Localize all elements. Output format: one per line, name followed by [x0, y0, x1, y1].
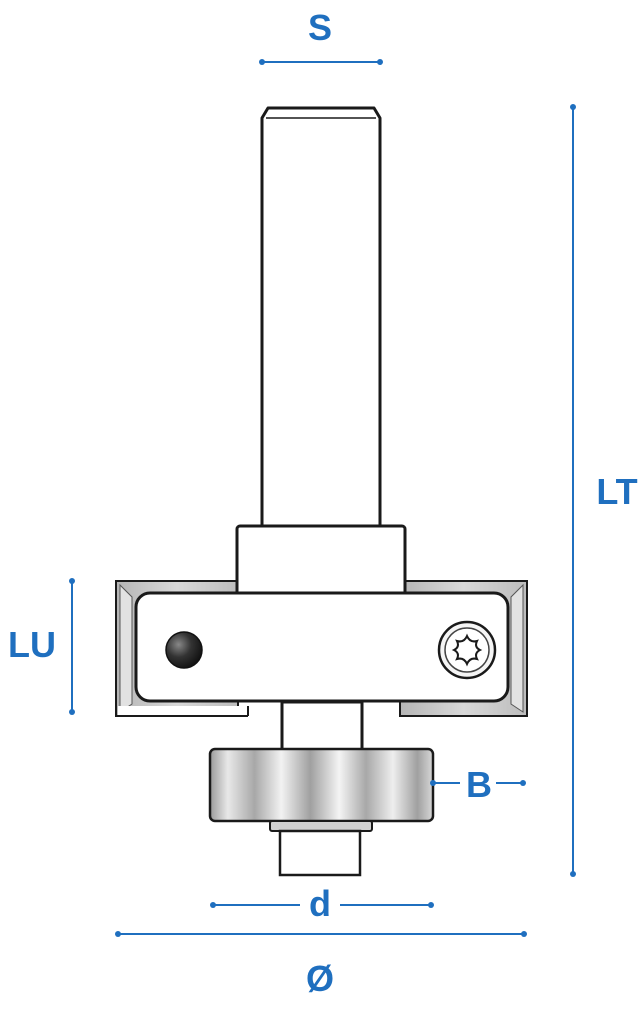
label-b: B — [466, 764, 492, 805]
screw-ball — [165, 631, 203, 669]
neck — [280, 700, 364, 752]
dimension-lt — [570, 104, 576, 877]
bearing — [208, 747, 435, 823]
dimension-d — [210, 902, 434, 908]
dimension-lines — [69, 59, 576, 937]
bearing-washer — [269, 820, 373, 832]
label-diameter: Ø — [306, 958, 334, 999]
shank — [260, 106, 382, 529]
label-d: d — [309, 883, 331, 924]
dimension-lu — [69, 578, 75, 715]
dimension-diameter — [115, 931, 527, 937]
bottom-pin — [278, 829, 362, 877]
dimension-b — [430, 780, 526, 786]
dimension-s — [259, 59, 383, 65]
torx-screw-icon — [437, 620, 497, 680]
label-lt: LT — [596, 471, 637, 512]
label-lu: LU — [8, 624, 56, 665]
label-s: S — [308, 7, 332, 48]
shank-collar — [235, 524, 407, 598]
